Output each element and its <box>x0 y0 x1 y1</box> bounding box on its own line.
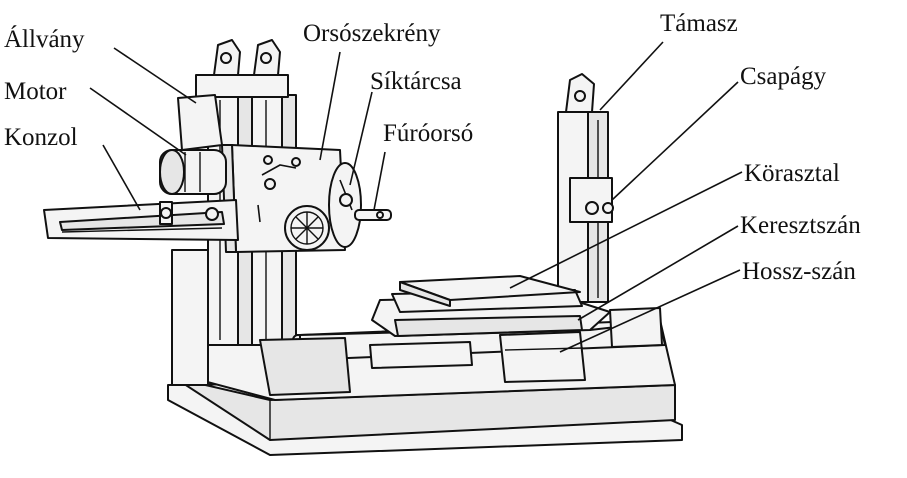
labels: Állvány Motor Konzol Orsószekrény Síktár… <box>4 10 861 285</box>
bracket-arm <box>43 199 239 241</box>
leader-keresztszan <box>577 225 739 321</box>
leader-allvany <box>113 47 197 104</box>
label-motor: Motor <box>4 78 67 105</box>
label-keresztszan: Keresztszán <box>740 212 861 239</box>
leader-motor <box>89 87 187 156</box>
label-konzol: Konzol <box>4 124 78 151</box>
leader-konzol <box>102 144 141 211</box>
leader-korasztal <box>509 171 743 289</box>
leader-orsoszekreny <box>319 51 341 161</box>
boring-spindle <box>354 209 392 221</box>
label-allvany: Állvány <box>4 25 85 53</box>
support-bearing <box>569 177 614 223</box>
rotary-table <box>391 275 583 313</box>
label-csapagy: Csapágy <box>740 63 827 90</box>
label-tamasz: Támasz <box>660 10 738 37</box>
label-siktarcsa: Síktárcsa <box>370 68 462 95</box>
label-furoorso: Fúróorsó <box>383 120 473 147</box>
motor <box>159 149 227 195</box>
faceplate <box>328 162 362 248</box>
leader-furoorso <box>373 151 386 211</box>
leader-csapagy <box>611 81 739 201</box>
leader-siktarcsa <box>349 91 373 186</box>
leader-lines <box>89 41 743 353</box>
handwheel <box>284 205 330 251</box>
leader-tamasz <box>599 41 664 111</box>
leader-hosszszan <box>559 269 741 353</box>
label-korasztal: Körasztal <box>744 160 840 187</box>
label-orsoszekreny: Orsószekrény <box>303 20 441 47</box>
longitudinal-slide <box>259 307 666 396</box>
label-hosszszan: Hossz-szán <box>742 258 856 285</box>
